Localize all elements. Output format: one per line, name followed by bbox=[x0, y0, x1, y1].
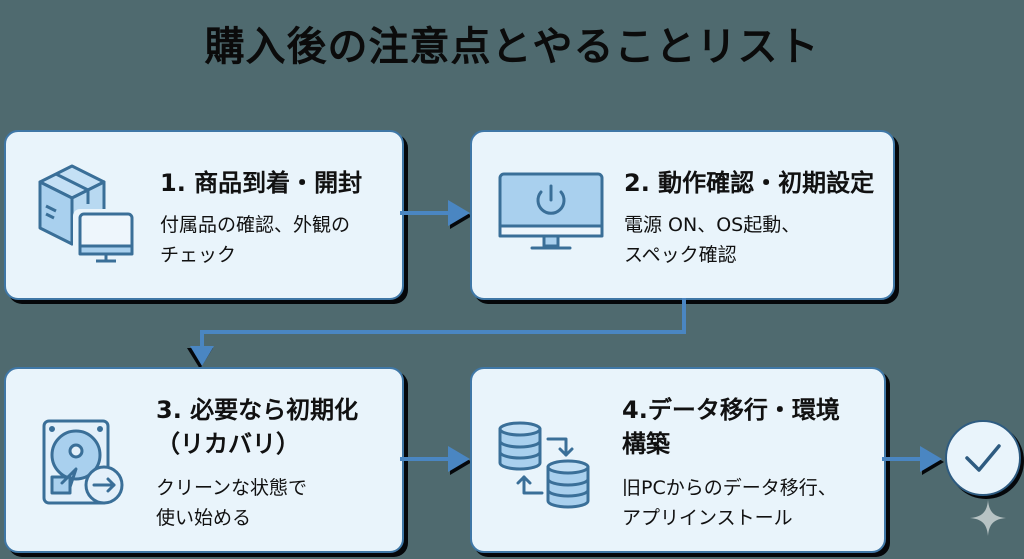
step-4-description: 旧PCからのデータ移行、 アプリインストール bbox=[622, 473, 837, 533]
arrowhead-1-2 bbox=[448, 200, 472, 229]
step-2-desc-line2: スペック確認 bbox=[624, 244, 737, 266]
sparkle-icon bbox=[970, 500, 1006, 536]
connector-2-3-horizontal bbox=[200, 330, 686, 334]
connector-3-4 bbox=[400, 457, 452, 461]
box-and-monitor-icon bbox=[38, 164, 137, 263]
database-transfer-icon bbox=[498, 421, 590, 509]
arrowhead-4-end bbox=[920, 446, 944, 475]
arrowhead-3-4 bbox=[448, 446, 472, 475]
step-card-2: 2. 動作確認・初期設定 電源 ON、OS起動、 スペック確認 bbox=[470, 130, 895, 300]
connector-2-3-drop bbox=[200, 330, 204, 348]
step-1-description: 付属品の確認、外観の チェック bbox=[160, 210, 350, 270]
connector-4-end bbox=[882, 457, 922, 461]
page-title: 購入後の注意点とやることリスト bbox=[204, 24, 820, 70]
step-3-description: クリーンな状態で 使い始める bbox=[156, 473, 307, 533]
connector-1-2 bbox=[400, 211, 452, 215]
step-2-description: 電源 ON、OS起動、 スペック確認 bbox=[624, 210, 800, 270]
step-4-heading-line1: 4.データ移行・環境 bbox=[622, 396, 840, 424]
arrowhead-2-3 bbox=[187, 346, 214, 369]
connector-2-3-vertical bbox=[682, 298, 686, 334]
step-3-desc-line2: 使い始める bbox=[156, 507, 252, 529]
step-2-heading: 2. 動作確認・初期設定 bbox=[624, 169, 875, 197]
step-3-desc-line1: クリーンな状態で bbox=[156, 477, 308, 499]
completion-marker bbox=[945, 420, 1021, 496]
step-1-desc-line1: 付属品の確認、外観の bbox=[160, 214, 351, 236]
step-1-heading: 1. 商品到着・開封 bbox=[160, 169, 363, 197]
monitor-power-icon bbox=[498, 172, 604, 250]
step-2-desc-line1: 電源 ON、OS起動、 bbox=[624, 214, 801, 236]
step-4-heading-line2: 構築 bbox=[622, 430, 670, 458]
step-3-heading: 3. 必要なら初期化 （リカバリ） bbox=[156, 393, 358, 461]
step-1-desc-line2: チェック bbox=[160, 244, 237, 266]
step-card-3: 3. 必要なら初期化 （リカバリ） クリーンな状態で 使い始める bbox=[4, 367, 404, 553]
step-3-heading-line2: （リカバリ） bbox=[156, 430, 300, 458]
step-card-4: 4.データ移行・環境 構築 旧PCからのデータ移行、 アプリインストール bbox=[470, 367, 886, 553]
step-4-desc-line2: アプリインストール bbox=[622, 507, 793, 529]
hard-drive-reset-icon bbox=[42, 419, 124, 505]
step-4-desc-line1: 旧PCからのデータ移行、 bbox=[622, 477, 837, 499]
step-card-1: 1. 商品到着・開封 付属品の確認、外観の チェック bbox=[4, 130, 404, 300]
step-3-heading-line1: 3. 必要なら初期化 bbox=[156, 396, 359, 424]
checkmark-icon bbox=[965, 444, 1001, 472]
step-4-heading: 4.データ移行・環境 構築 bbox=[622, 393, 840, 461]
